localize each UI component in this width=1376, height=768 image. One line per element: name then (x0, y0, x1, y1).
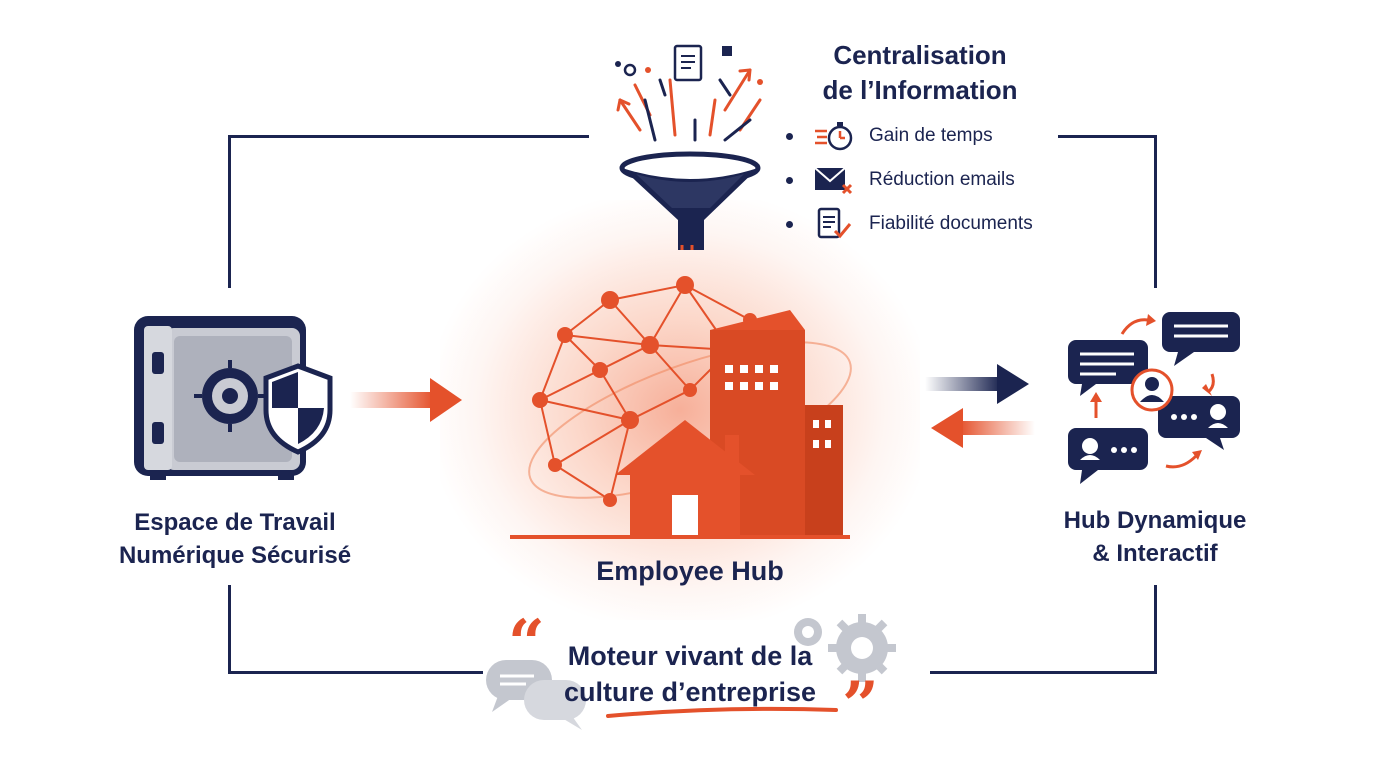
arrow-right-icon (350, 378, 462, 422)
benefit-item: Gain de temps (786, 114, 1033, 158)
bullet-dot (786, 132, 793, 140)
gears-icon (794, 614, 896, 682)
culture-quote-line1: Moteur vivant de la (567, 641, 813, 671)
culture-quote-line2: culture d’entreprise (563, 677, 817, 707)
open-quote-mark: “ (508, 606, 545, 681)
employee-hub-icon (510, 276, 852, 539)
bullet-dot (786, 220, 793, 228)
left-label-line2: Numérique Sécurisé (118, 542, 352, 569)
arrow-right-navy-icon (925, 364, 1029, 404)
frame-top-right (1058, 135, 1157, 288)
speech-bubbles-icon (486, 660, 586, 730)
centralisation-title-line1: Centralisation (833, 40, 1007, 70)
stopwatch-icon (815, 122, 853, 151)
right-label-line2: & Interactif (1092, 540, 1218, 567)
benefits-list: Gain de temps Réduction emails Fiabilité… (786, 114, 1033, 246)
right-label: Hub Dynamique & Interactif (1010, 504, 1300, 570)
chat-bubbles-icon (1068, 312, 1240, 484)
safe-icon (134, 316, 333, 480)
benefit-label: Réduction emails (869, 169, 1015, 190)
arrow-left-orange-icon (931, 408, 1035, 448)
quote-underline (606, 706, 838, 718)
right-label-line1: Hub Dynamique (1063, 507, 1247, 534)
close-quote-mark: ” (842, 668, 879, 743)
benefit-label: Fiabilité documents (869, 213, 1033, 234)
bullet-dot (786, 176, 793, 184)
left-label: Espace de Travail Numérique Sécurisé (70, 506, 400, 572)
benefit-label: Gain de temps (869, 125, 993, 146)
frame-top-left (228, 135, 589, 288)
funnel-icon (615, 44, 763, 250)
centralisation-title-line2: de l’Information (822, 75, 1018, 105)
frame-bottom-right (930, 585, 1157, 674)
frame-bottom-left (228, 585, 483, 674)
culture-quote: Moteur vivant de la culture d’entreprise (540, 638, 840, 710)
centralisation-title: Centralisation de l’Information (800, 38, 1040, 108)
benefit-item: Réduction emails (786, 158, 1033, 202)
employee-hub-label: Employee Hub (596, 556, 784, 586)
left-label-line1: Espace de Travail (134, 509, 336, 536)
benefit-item: Fiabilité documents (786, 202, 1033, 246)
document-check-icon (817, 207, 852, 239)
envelope-x-icon (814, 167, 853, 195)
